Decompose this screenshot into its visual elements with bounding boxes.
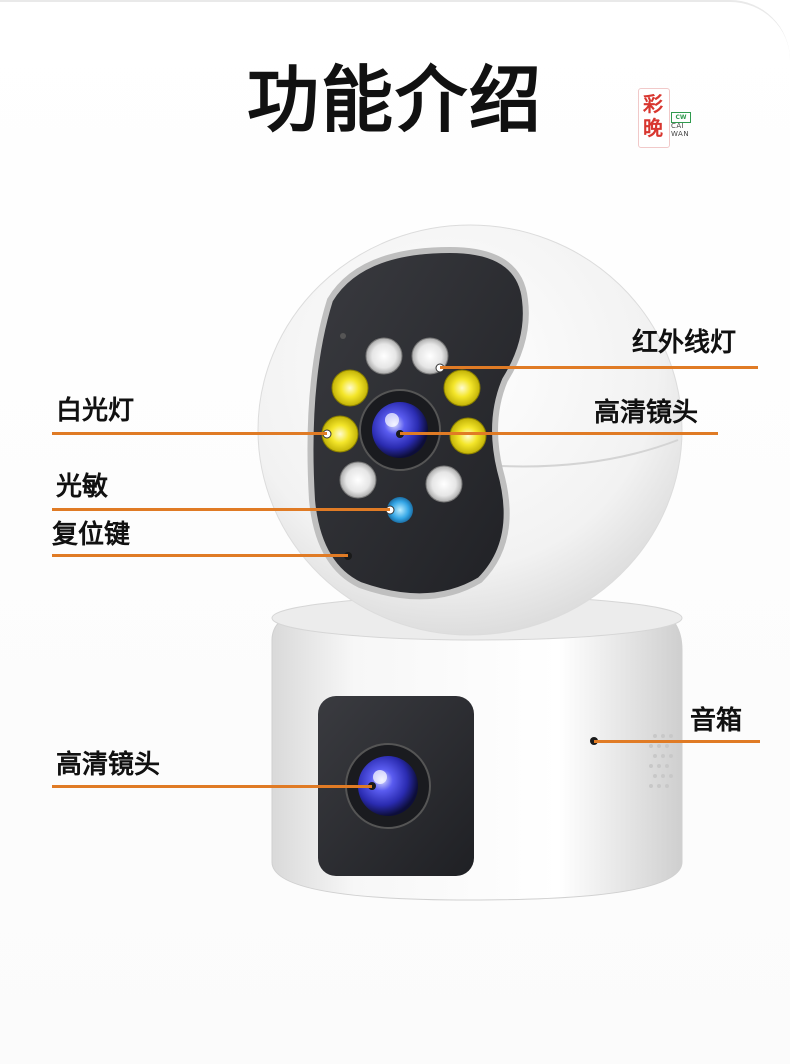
page-title: 功能介绍 bbox=[246, 58, 543, 142]
label-hd-lens-top: 高清镜头 bbox=[594, 398, 699, 428]
callout-line-infrared bbox=[440, 366, 758, 369]
infrared-led-1 bbox=[365, 337, 403, 375]
top-lens-highlight bbox=[385, 413, 399, 427]
white-led-2 bbox=[443, 369, 481, 407]
label-light-sensor: 光敏 bbox=[56, 472, 109, 502]
label-reset-button: 复位键 bbox=[52, 520, 131, 550]
led-array bbox=[321, 337, 487, 503]
light-sensor bbox=[387, 497, 413, 523]
infrared-led-3 bbox=[339, 461, 377, 499]
brand-mark: CW bbox=[671, 112, 691, 123]
white-led-4 bbox=[449, 417, 487, 455]
callout-line-hd-lens-top bbox=[400, 432, 718, 435]
label-hd-lens-bottom: 高清镜头 bbox=[56, 750, 161, 780]
callout-line-hd-lens-bottom bbox=[52, 785, 372, 788]
dot-hd-lens-bottom bbox=[368, 782, 376, 790]
lower-lens-glass bbox=[358, 756, 418, 816]
label-infrared-light: 红外线灯 bbox=[632, 328, 737, 358]
white-led-1 bbox=[331, 369, 369, 407]
seal-char-1: 彩 bbox=[643, 92, 663, 116]
label-speaker: 音箱 bbox=[690, 706, 743, 736]
callout-line-white-light bbox=[52, 432, 327, 435]
label-white-light: 白光灯 bbox=[56, 396, 135, 426]
decorative-corner-arc bbox=[0, 0, 790, 90]
seal-char-2: 晚 bbox=[643, 116, 663, 140]
callout-line-light-sensor bbox=[52, 508, 390, 511]
speaker-grille bbox=[649, 734, 673, 788]
callout-line-reset bbox=[52, 554, 348, 557]
brand-name: CAI WAN bbox=[671, 122, 689, 138]
lower-lens-highlight bbox=[373, 770, 387, 784]
callout-line-speaker bbox=[594, 740, 760, 743]
brand-name-line-2: WAN bbox=[671, 130, 690, 138]
infrared-led-4 bbox=[425, 465, 463, 503]
dome-seam bbox=[499, 439, 679, 468]
brand-seal-logo: 彩 晚 bbox=[638, 88, 670, 148]
brand-name-line-1: CAI bbox=[671, 122, 685, 130]
microphone-hole bbox=[340, 333, 346, 339]
